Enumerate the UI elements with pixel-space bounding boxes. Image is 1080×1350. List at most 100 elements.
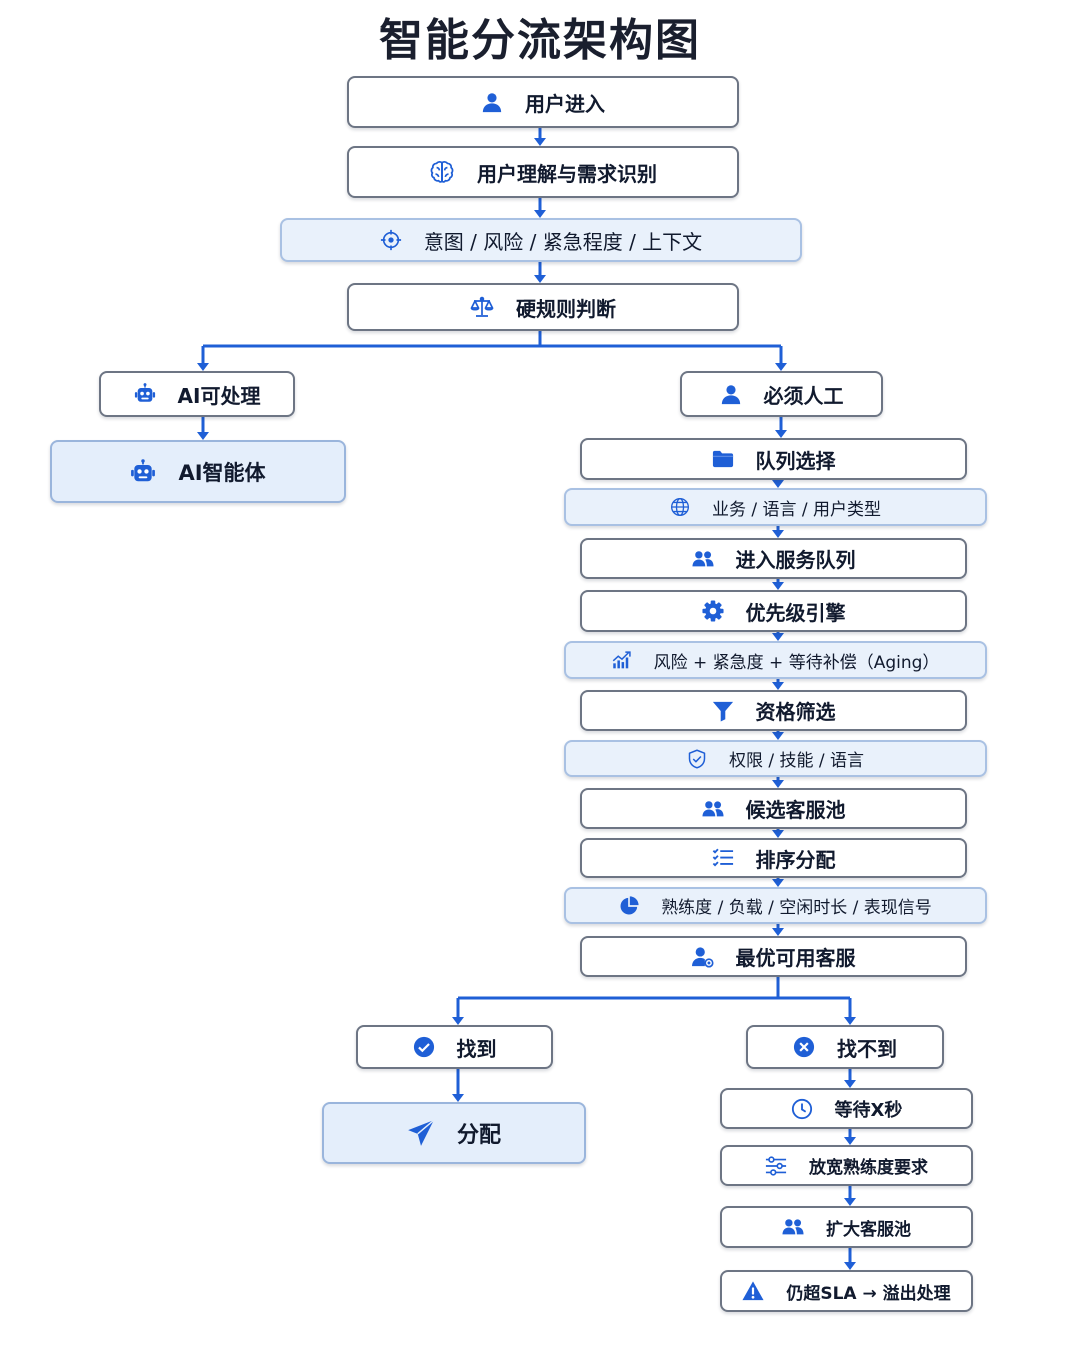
arrowhead	[775, 363, 787, 371]
folder-icon	[712, 448, 734, 470]
node-ai-capable: AI可处理	[99, 371, 295, 417]
user-icon	[720, 383, 742, 405]
group-icon	[782, 1216, 804, 1238]
node-label: 等待X秒	[834, 1099, 903, 1121]
arrowhead	[452, 1017, 464, 1025]
arrowhead	[772, 633, 784, 641]
pie-chart-icon	[619, 895, 639, 916]
scale-icon	[470, 295, 494, 319]
node-label: 放宽熟练度要求	[809, 1158, 928, 1178]
node-intent: 意图 / 风险 / 紧急程度 / 上下文	[280, 218, 802, 262]
node-candidate-pool: 候选客服池	[580, 788, 967, 829]
node-label: 权限 / 技能 / 语言	[728, 751, 865, 771]
arrowhead	[844, 1080, 856, 1088]
node-label: AI智能体	[178, 460, 266, 485]
node-perm-skill: 权限 / 技能 / 语言	[564, 740, 987, 777]
robot-icon	[134, 383, 156, 405]
arrowhead	[772, 928, 784, 936]
node-found: 找到	[356, 1025, 553, 1069]
node-label: 用户理解与需求识别	[477, 161, 657, 186]
node-qualify: 资格筛选	[580, 690, 967, 731]
node-ai-agent: AI智能体	[50, 440, 346, 503]
arrowhead	[772, 682, 784, 690]
arrowhead	[844, 1137, 856, 1145]
gear-icon	[701, 600, 724, 622]
node-enter-queue: 进入服务队列	[580, 538, 967, 579]
arrowhead	[534, 210, 546, 218]
node-understanding: 用户理解与需求识别	[347, 146, 739, 198]
node-label: 进入服务队列	[735, 548, 856, 572]
node-overflow: 仍超SLA → 溢出处理	[720, 1270, 973, 1312]
send-icon	[407, 1119, 435, 1147]
arrowhead	[775, 430, 787, 438]
node-label: 分配	[456, 1123, 501, 1148]
node-label: 业务 / 语言 / 用户类型	[711, 499, 882, 520]
arrowhead	[772, 879, 784, 887]
node-label: 优先级引擎	[745, 600, 846, 625]
checklist-icon	[712, 847, 734, 869]
globe-icon	[670, 497, 690, 517]
target-icon	[380, 229, 402, 251]
arrowhead	[197, 432, 209, 440]
arrowhead	[844, 1262, 856, 1270]
arrowhead	[772, 830, 784, 838]
check-circle-icon	[413, 1036, 435, 1058]
arrowhead	[772, 480, 784, 488]
arrowhead	[772, 780, 784, 788]
node-label: 找到	[456, 1036, 497, 1061]
node-label: AI可处理	[177, 383, 261, 408]
node-label: 候选客服池	[745, 798, 846, 822]
node-sort-assign: 排序分配	[580, 838, 967, 878]
arrowhead	[197, 363, 209, 371]
clock-icon	[791, 1098, 813, 1120]
shield-check-icon	[687, 749, 707, 769]
node-relax: 放宽熟练度要求	[720, 1145, 973, 1186]
sliders-icon	[765, 1155, 787, 1177]
node-risk-aging: 风险 + 紧急度 + 等待补偿（Aging）	[564, 641, 987, 679]
node-label: 用户进入	[525, 91, 605, 116]
arrowhead	[772, 732, 784, 740]
growth-chart-icon	[612, 650, 632, 670]
node-human-required: 必须人工	[680, 371, 883, 417]
filter-icon	[712, 700, 734, 722]
node-expand-pool: 扩大客服池	[720, 1206, 973, 1248]
node-label: 熟练度 / 负载 / 空闲时长 / 表现信号	[661, 898, 932, 918]
node-user-entry: 用户进入	[347, 76, 739, 128]
arrowhead	[844, 1017, 856, 1025]
page-title: 智能分流架构图	[379, 15, 701, 66]
node-label: 仍超SLA → 溢出处理	[786, 1283, 951, 1304]
node-not-found: 找不到	[746, 1025, 944, 1069]
group-icon	[691, 548, 714, 570]
arrowhead	[772, 530, 784, 538]
arrowhead	[534, 275, 546, 283]
robot-icon	[130, 458, 156, 485]
node-proficiency: 熟练度 / 负载 / 空闲时长 / 表现信号	[564, 887, 987, 924]
node-priority: 优先级引擎	[580, 590, 967, 632]
node-queue-select: 队列选择	[580, 438, 967, 480]
user-icon	[481, 91, 503, 113]
node-label: 硬规则判断	[516, 296, 616, 321]
node-best-agent: 最优可用客服	[580, 936, 967, 977]
node-label: 必须人工	[763, 383, 844, 408]
node-wait-x: 等待X秒	[720, 1088, 973, 1129]
arrowhead	[534, 138, 546, 146]
arrowhead	[844, 1198, 856, 1206]
node-assign: 分配	[322, 1102, 586, 1164]
node-label: 最优可用客服	[735, 946, 856, 970]
node-label: 排序分配	[755, 847, 836, 872]
brain-icon	[429, 159, 455, 185]
arrowhead	[452, 1094, 464, 1102]
node-hard-rules: 硬规则判断	[347, 283, 739, 331]
group-icon	[701, 798, 724, 820]
node-label: 资格筛选	[755, 700, 836, 724]
node-label: 找不到	[837, 1036, 897, 1061]
node-label: 扩大客服池	[826, 1219, 911, 1240]
warning-icon	[742, 1280, 764, 1302]
arrowhead	[772, 582, 784, 590]
node-label: 意图 / 风险 / 紧急程度 / 上下文	[423, 229, 703, 254]
node-label: 风险 + 紧急度 + 等待补偿（Aging）	[653, 652, 940, 673]
node-business-lang: 业务 / 语言 / 用户类型	[564, 488, 987, 526]
node-label: 队列选择	[755, 448, 836, 473]
